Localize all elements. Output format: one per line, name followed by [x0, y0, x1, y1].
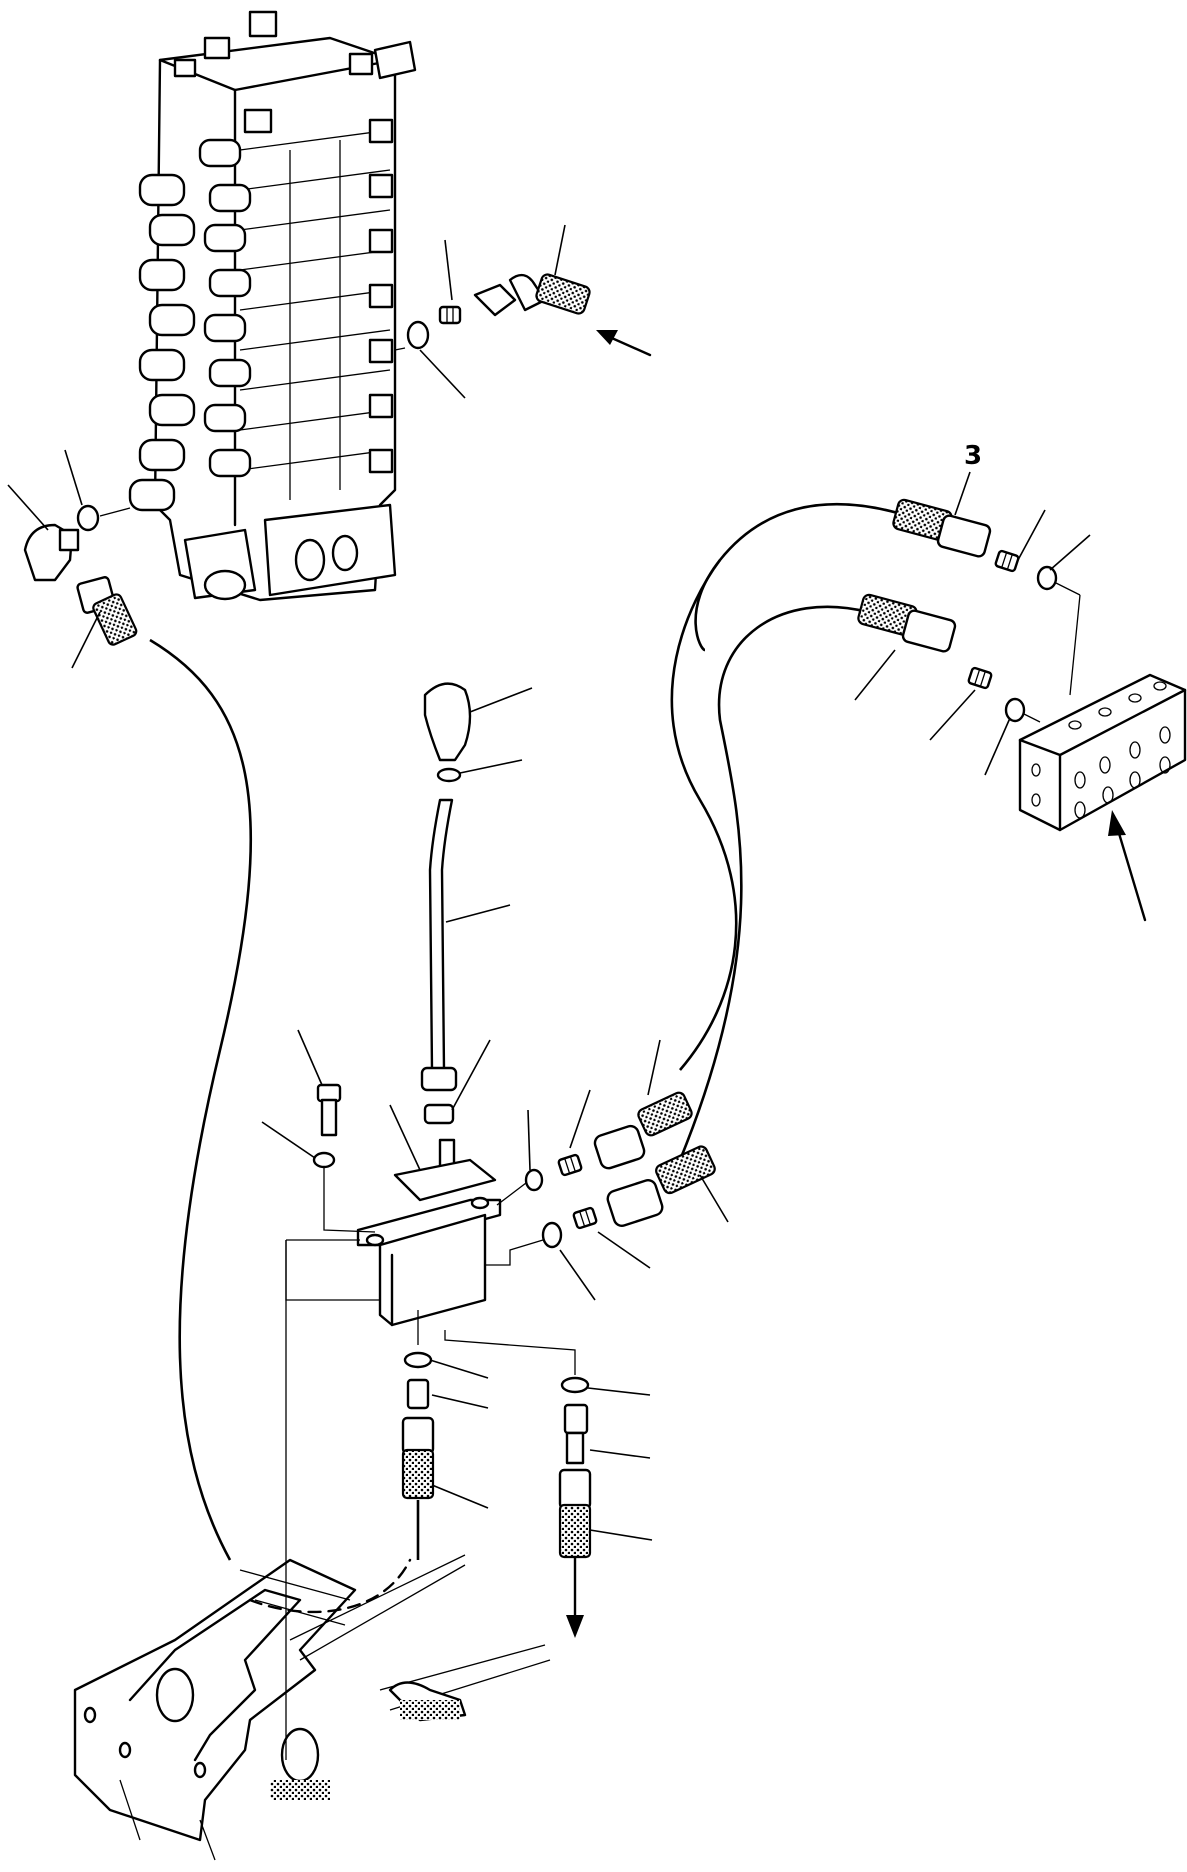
callout-3-label: 3: [964, 441, 982, 471]
flow-arrow-icon: [596, 330, 618, 345]
arrow-down-icon: [566, 1615, 584, 1638]
left-elbow-hose: [7, 449, 253, 1561]
pilot-valve: [261, 1029, 502, 1327]
pilot-valve-bottom-ports: [401, 1310, 653, 1638]
arrow-up-icon: [1108, 810, 1126, 836]
main-control-valve: [128, 10, 417, 602]
control-lever: [389, 682, 533, 1172]
valve-top-connection: [394, 224, 652, 399]
o-ring: [406, 320, 430, 350]
pilot-valve-side-ports: [485, 1039, 729, 1301]
pedal-bracket: [73, 1240, 551, 1861]
right-hoses: 3: [670, 441, 1091, 1161]
distribution-block: [1018, 673, 1187, 922]
